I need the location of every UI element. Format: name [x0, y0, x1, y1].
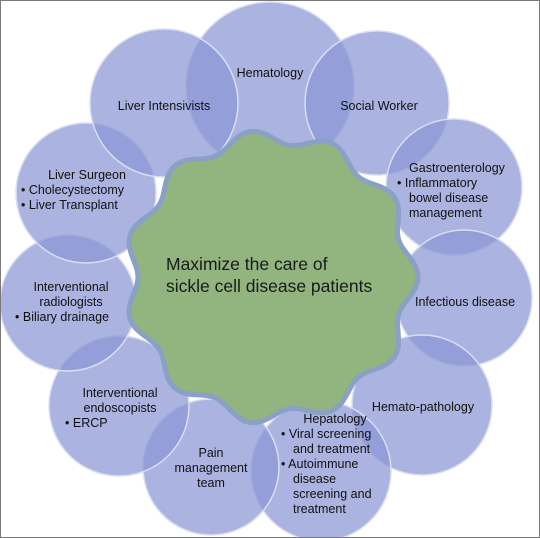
node-pain-management-title-line: team [197, 476, 225, 490]
node-hematology-label: Hematology [200, 66, 340, 81]
node-interventional-radiologists-title-line: radiologists [39, 295, 103, 309]
node-liver-surgeon-bullet-text: Cholecystectomy [28, 183, 125, 197]
node-hepatology-bullet-text: Autoimmune [288, 457, 359, 471]
node-interventional-radiologists-bullet-text: Biliary drainage [22, 310, 110, 324]
node-hepatology-bullet-text: treatment [293, 502, 346, 516]
node-liver-intensivists-circle [89, 28, 239, 178]
node-gastroenterology-bullet-line: bowel disease [397, 191, 517, 206]
node-hepatology-bullet-text: screening and [293, 487, 372, 501]
node-liver-surgeon-bullet-line: • Cholecystectomy [21, 183, 153, 198]
node-hepatology-bullet-line: disease [281, 472, 389, 487]
bullet-dot-icon: • [21, 198, 29, 212]
node-interventional-endoscopists-title-line: endoscopists [83, 401, 157, 415]
node-pain-management-title-line: management [174, 461, 248, 475]
node-gastroenterology-bullet-text: Inflammatory [404, 176, 478, 190]
node-infectious-disease-label: Infectious disease [405, 295, 525, 310]
node-hepatology-bullet-line: screening and [281, 487, 389, 502]
node-gastroenterology-bullet-line: management [397, 206, 517, 221]
node-hepatology-bullet-line: treatment [281, 502, 389, 517]
node-hepatology-bullet-line: and treatment [281, 442, 389, 457]
node-liver-surgeon-label: Liver Surgeon• Cholecystectomy• Liver Tr… [21, 168, 153, 213]
center-goal-line-2: sickle cell disease patients [166, 276, 373, 296]
node-hemato-pathology-circle [351, 334, 493, 476]
node-interventional-endoscopists-title-line: Interventional [82, 386, 158, 400]
center-goal-text: Maximize the care of sickle cell disease… [166, 253, 396, 297]
center-goal-line-1: Maximize the care of [166, 254, 328, 274]
node-interventional-radiologists-title-line: Interventional [33, 280, 109, 294]
center-goal-shape [126, 128, 421, 426]
node-hepatology-bullet-line: • Autoimmune [281, 457, 389, 472]
node-gastroenterology-bullet-text: bowel disease [409, 191, 489, 205]
node-social-worker-label: Social Worker [319, 99, 439, 114]
node-hepatology-bullet-text: disease [293, 472, 337, 486]
bullet-dot-icon: • [281, 457, 289, 471]
bullet-dot-icon: • [397, 176, 405, 190]
node-gastroenterology-bullet-text: management [409, 206, 482, 220]
node-liver-surgeon-bullet-line: • Liver Transplant [21, 198, 153, 213]
bullet-dot-icon: • [65, 416, 73, 430]
node-infectious-disease-title-line: Infectious disease [414, 295, 516, 309]
node-hepatology-bullet-text: Viral screening [288, 427, 372, 441]
bullet-dot-icon: • [281, 427, 289, 441]
node-hepatology-title-line: Hepatology [303, 412, 367, 426]
bullet-dot-icon: • [21, 183, 29, 197]
node-hepatology-bullet-text: and treatment [293, 442, 371, 456]
node-interventional-endoscopists-bullet-line: • ERCP [65, 416, 175, 431]
node-hepatology-bullet-line: • Viral screening [281, 427, 389, 442]
node-interventional-endoscopists-bullet-text: ERCP [72, 416, 108, 430]
node-gastroenterology-title-line: Gastroenterology [409, 161, 505, 175]
node-hemato-pathology-title-line: Hemato-pathology [371, 400, 475, 414]
node-liver-intensivists-label: Liver Intensivists [105, 99, 223, 114]
node-interventional-radiologists-bullet-line: • Biliary drainage [15, 310, 127, 325]
node-gastroenterology-bullet-line: • Inflammatory [397, 176, 517, 191]
node-pain-management-title-line: Pain [198, 446, 224, 460]
node-liver-surgeon-title-line: Liver Surgeon [48, 168, 126, 182]
bullet-dot-icon: • [15, 310, 23, 324]
node-liver-surgeon-bullet-text: Liver Transplant [28, 198, 118, 212]
node-hematology-title-line: Hematology [236, 66, 304, 80]
node-hemato-pathology-label: Hemato-pathology [363, 400, 483, 415]
node-liver-intensivists-title-line: Liver Intensivists [117, 99, 211, 113]
node-social-worker-title-line: Social Worker [340, 99, 418, 113]
